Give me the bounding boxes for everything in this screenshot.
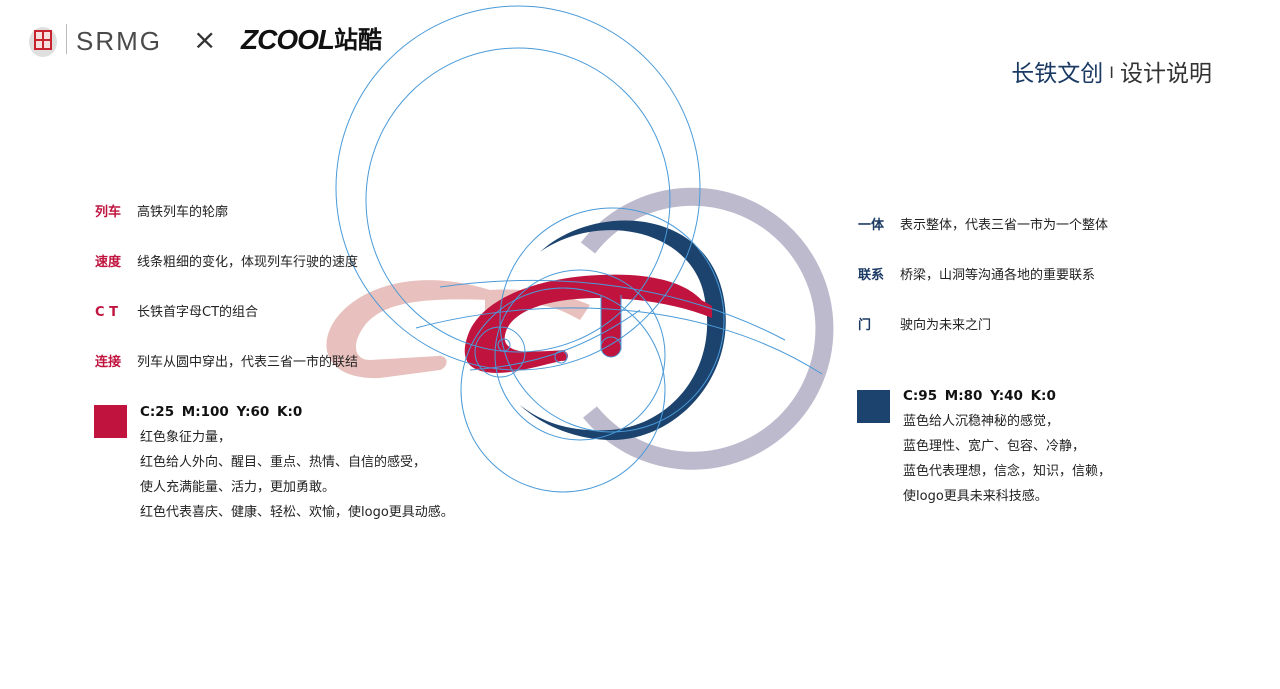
blue-desc-line: 使logo更具未来科技感。 xyxy=(903,489,1048,504)
item-text: 桥梁，山洞等沟通各地的重要联系 xyxy=(900,268,1096,283)
item-key: 连接 xyxy=(95,355,122,370)
left-item-connect: 连接列车从圆中穿出，代表三省一市的联结 xyxy=(95,354,358,372)
item-text: 线条粗细的变化，体现列车行驶的速度 xyxy=(137,255,359,270)
blue-desc-line: 蓝色代表理想，信念，知识，信赖， xyxy=(903,464,1112,479)
blue-desc-line: 蓝色理性、宽广、包容、冷静， xyxy=(903,439,1086,454)
blue-color-swatch xyxy=(857,390,890,423)
title-separator: I xyxy=(1109,63,1114,82)
red-desc-line: 红色象征力量， xyxy=(140,430,232,445)
left-item-speed: 速度线条粗细的变化，体现列车行驶的速度 xyxy=(95,254,358,272)
page-title: 长铁文创 I 设计说明 xyxy=(1011,58,1212,89)
right-item-gate: 门 驶向为未来之门 xyxy=(858,317,991,335)
srmg-logo: SRMG xyxy=(76,26,162,56)
right-item-link: 联系桥梁，山洞等沟通各地的重要联系 xyxy=(858,267,1095,285)
item-text: 列车从圆中穿出，代表三省一市的联结 xyxy=(137,355,359,370)
item-text: 长铁首字母CT的组合 xyxy=(137,305,259,320)
left-item-train: 列车高铁列车的轮廓 xyxy=(95,204,228,222)
red-color-swatch xyxy=(94,405,127,438)
item-text: 高铁列车的轮廓 xyxy=(137,205,229,220)
red-cmyk-value: C:25 M:100 Y:60 K:0 xyxy=(140,404,303,420)
item-text: 驶向为未来之门 xyxy=(900,318,992,333)
red-desc-line: 使人充满能量、活力，更加勇敢。 xyxy=(140,480,336,495)
zcool-logo: ZCOOL xyxy=(241,24,335,55)
item-key: 门 xyxy=(858,318,872,333)
collab-separator: × xyxy=(193,23,217,56)
title-primary: 长铁文创 xyxy=(1011,61,1104,87)
item-key: 速度 xyxy=(95,255,122,270)
blue-cmyk-value: C:95 M:80 Y:40 K:0 xyxy=(903,388,1056,404)
red-desc-line: 红色代表喜庆、健康、轻松、欢愉，使logo更具动感。 xyxy=(140,505,454,520)
right-item-unity: 一体表示整体，代表三省一市为一个整体 xyxy=(858,217,1108,235)
logo-divider xyxy=(66,24,67,54)
item-key: 列车 xyxy=(95,205,122,220)
item-key: C T xyxy=(95,305,118,320)
red-description: 红色象征力量， 红色给人外向、醒目、重点、热情、自信的感受， 使人充满能量、活力… xyxy=(140,425,454,525)
left-item-ct: C T 长铁首字母CT的组合 xyxy=(95,304,258,322)
blue-desc-line: 蓝色给人沉稳神秘的感觉， xyxy=(903,414,1060,429)
red-desc-line: 红色给人外向、醒目、重点、热情、自信的感受， xyxy=(140,455,427,470)
blue-description: 蓝色给人沉稳神秘的感觉， 蓝色理性、宽广、包容、冷静， 蓝色代表理想，信念，知识… xyxy=(903,409,1111,509)
item-key: 一体 xyxy=(858,218,885,233)
seal-icon xyxy=(28,22,58,58)
item-key: 联系 xyxy=(858,268,885,283)
zcool-logo-cn: 站酷 xyxy=(334,26,382,54)
title-secondary: 设计说明 xyxy=(1120,61,1212,87)
item-text: 表示整体，代表三省一市为一个整体 xyxy=(900,218,1109,233)
